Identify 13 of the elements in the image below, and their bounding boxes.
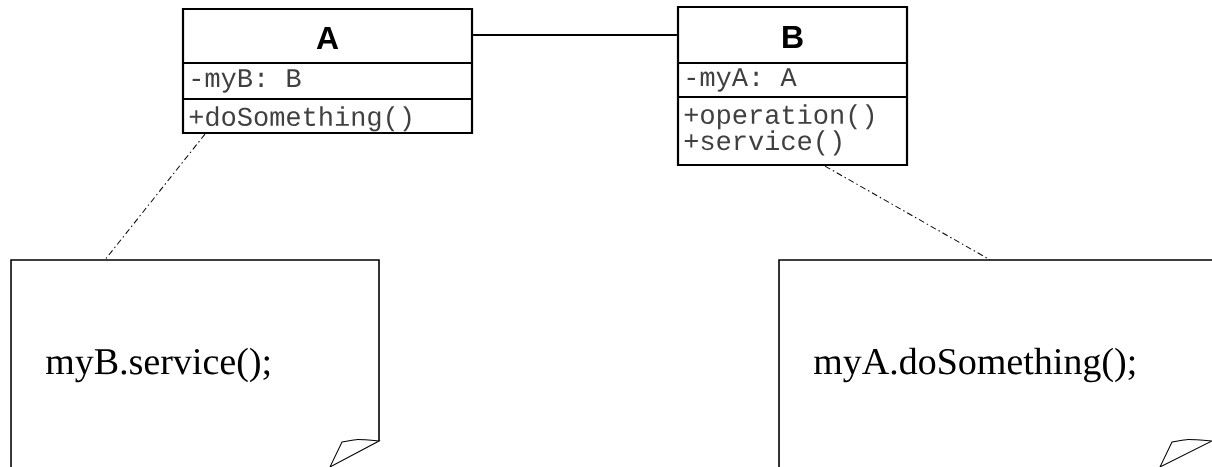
association-line [473,33,677,37]
class-box [181,7,474,135]
note-text: myB.service(); [46,347,270,383]
attribute-text: -myA: A [687,68,797,92]
class-name: A [316,27,339,49]
operation-text: +doSomething() [189,106,411,132]
note-text: myA.doSomething(); [814,347,1135,383]
connector-line [824,165,991,261]
class-box [676,5,909,167]
connector-line [104,133,206,261]
class-name: B [783,26,803,48]
attribute-text: -myB: B [192,69,301,93]
operation-text: +operation() +service() [684,104,874,156]
